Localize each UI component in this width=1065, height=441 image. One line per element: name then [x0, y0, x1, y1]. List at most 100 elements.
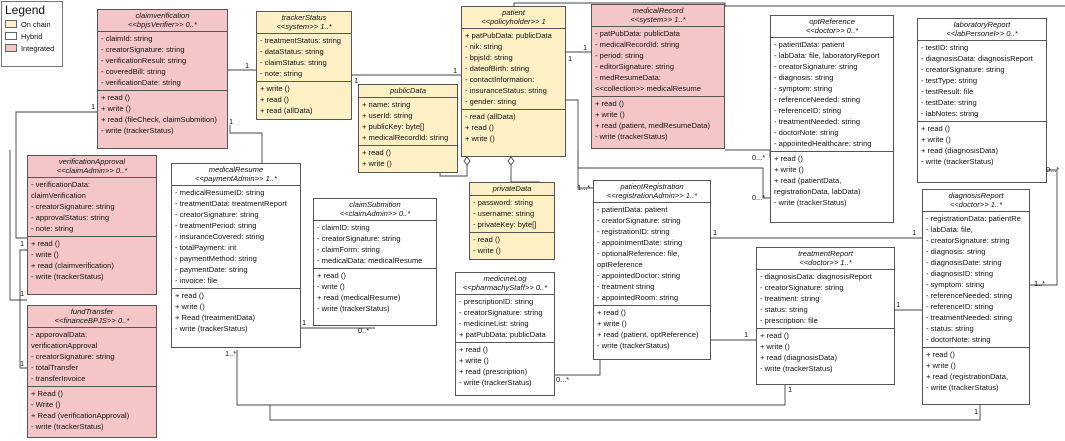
- attribute-row: - registrationData: patientRe: [926, 214, 1021, 223]
- class-patient[interactable]: patient<<policyholder>> 1+ patPubData: p…: [461, 6, 566, 157]
- class-medicalResume[interactable]: medicalResume<<paymentAdmin>> 1..*- medi…: [171, 163, 301, 348]
- class-stereotype: <<financeBPJS>> 0..*: [54, 316, 130, 325]
- operation-row: + write (): [465, 134, 495, 143]
- attributes-section: - apporovalData:verificationApproval- cr…: [28, 328, 156, 386]
- attribute-row: - creatorSignature: string: [597, 216, 681, 225]
- class-header: optReference<<doctor>> 0..*: [771, 16, 893, 38]
- operation-row: + read (): [31, 239, 60, 248]
- legend: Legend On chain Hybrid Integrated: [1, 1, 63, 67]
- operation-row: - write (): [31, 250, 59, 259]
- operations-section: + read ()+ write (): [359, 145, 457, 171]
- operation-row: + write (): [595, 110, 625, 119]
- class-laboratoryReport[interactable]: laboratoryReport<<labPersonel>> 0..*- te…: [917, 18, 1047, 183]
- attribute-row: - treatmentData: treatmentReport: [175, 199, 287, 208]
- operations-section: - read ()- write (): [470, 232, 554, 258]
- attribute-row: - patientData: patient: [774, 40, 845, 49]
- attribute-row: - status: string: [760, 305, 808, 314]
- class-publicData[interactable]: publicData+ name: string+ userId: string…: [358, 84, 458, 173]
- multiplicity-label: 1...*: [577, 183, 591, 192]
- operation-row: + read (): [926, 350, 955, 359]
- attributes-section: - claimID: string- creatorSignature: str…: [314, 221, 436, 268]
- attribute-row: - prescriptionID: string: [459, 297, 534, 306]
- class-claimSubmition[interactable]: claimSubmition<<claimAdmin>> 0..*- claim…: [313, 198, 437, 326]
- attribute-row: - patientData: patient: [597, 205, 668, 214]
- attribute-row: - period: string: [595, 51, 644, 60]
- operation-row: + read (): [595, 99, 624, 108]
- attribute-row: - approvalStatus: string: [31, 213, 110, 222]
- class-stereotype: <<doctor>> 1..*: [949, 200, 1003, 209]
- class-header: fundTransfer<<financeBPJS>> 0..*: [28, 306, 156, 328]
- attribute-row: - note: string: [260, 69, 303, 78]
- multiplicity-label: 1: [912, 228, 917, 237]
- class-medicineLog[interactable]: medicineLog<<pharmachyStaff>> 0..*- pres…: [455, 272, 555, 396]
- attribute-row: - gender: string: [465, 97, 517, 106]
- attribute-row: - password: string: [473, 198, 533, 207]
- operation-row: + read (): [774, 154, 803, 163]
- operation-row: + read (diagnosisData): [921, 146, 999, 155]
- attribute-row: - appointedRoom: string: [597, 293, 679, 302]
- multiplicity-label: 1: [453, 66, 458, 75]
- attributes-section: - patPubData: publicData- medicalRecordI…: [592, 27, 724, 96]
- attribute-row: - symptom: string: [926, 280, 985, 289]
- operation-row: + read (patientData,: [774, 176, 842, 185]
- attribute-row: - invoice: file: [175, 276, 218, 285]
- multiplicity-label: 0...*: [752, 193, 766, 202]
- class-diagnosisReport[interactable]: diagnosisReport<<doctor>> 1..*- registra…: [922, 189, 1030, 405]
- attribute-row: - bpjsId: string: [465, 53, 513, 62]
- legend-item-integrated: Integrated: [2, 42, 62, 54]
- operations-section: + read ()+ write ()+ read (patient, optR…: [594, 305, 710, 353]
- attribute-row: <<collection>> medicalResume: [595, 84, 701, 93]
- operation-row: + read (): [260, 95, 289, 104]
- operations-section: + read ()+ write ()+ read (diagnosisData…: [918, 121, 1046, 169]
- attribute-row: - insuranceCovered: string: [175, 232, 265, 241]
- operation-row: + read (): [175, 291, 204, 300]
- class-privateData[interactable]: privateData- password: string- username:…: [469, 182, 555, 260]
- class-name: claimSubmition: [349, 200, 401, 209]
- operation-row: + write (): [362, 159, 392, 168]
- class-claimverification[interactable]: claimverification<<bpjsVerifier>> 0..*- …: [97, 9, 228, 149]
- attribute-row: + name: string: [362, 100, 411, 109]
- operation-row: + read (diagnosisData): [760, 353, 838, 362]
- legend-label: Integrated: [21, 43, 55, 53]
- multiplicity-label: 0..*: [358, 326, 370, 335]
- class-medicalRecord[interactable]: medicalRecord<<system>> 1..*- patPubData…: [591, 4, 725, 149]
- operation-row: - write (trackerStatus): [175, 324, 248, 333]
- legend-title: Legend: [5, 3, 46, 17]
- class-verificationApproval[interactable]: verificationApproval<<claimAdmin>> 0..*-…: [27, 155, 157, 295]
- attributes-section: - password: string- username: string- pr…: [470, 196, 554, 232]
- legend-item-hybrid: Hybrid: [2, 30, 62, 42]
- attribute-row: - testID: string: [921, 43, 969, 52]
- attribute-row: - registrationID: string: [597, 227, 670, 236]
- class-optReference[interactable]: optReference<<doctor>> 0..* - patientData…: [770, 15, 894, 223]
- class-fundTransfer[interactable]: fundTransfer<<financeBPJS>> 0..*- apporo…: [27, 305, 157, 438]
- operations-section: + read ()+ write ()+ read (prescription)…: [456, 342, 554, 390]
- operation-row: + read (): [101, 93, 130, 102]
- operation-row: + read (patient, optReference): [597, 330, 699, 339]
- class-name: optReference: [809, 17, 855, 26]
- class-header: medicalRecord<<system>> 1..*: [592, 5, 724, 27]
- attribute-row: - referenceNeeded: string: [774, 95, 861, 104]
- operation-row: + write (): [260, 84, 290, 93]
- legend-label: Hybrid: [21, 31, 43, 41]
- operation-row: + write (): [760, 342, 790, 351]
- operation-row: + read (): [465, 123, 494, 132]
- class-treatmentReport[interactable]: treatmentReport<<doctor>> 1..*- diagnosi…: [756, 247, 895, 385]
- class-patientRegistration[interactable]: patientRegistration<<registrationAdmin>>…: [593, 180, 711, 360]
- operation-row: + write (): [774, 165, 804, 174]
- operation-row: - write (trackerStatus): [921, 157, 994, 166]
- operations-section: - read (allData)+ read ()+ write (): [462, 109, 565, 146]
- class-stereotype: <<paymentAdmin>> 1..*: [195, 174, 277, 183]
- operation-row: - write (trackerStatus): [31, 272, 104, 281]
- multiplicity-label: 1: [20, 239, 25, 248]
- attribute-row: - diagnosisID: string: [926, 269, 994, 278]
- legend-swatch-on-chain: [5, 20, 17, 28]
- attribute-row: - creatorSignature: string: [175, 210, 259, 219]
- operations-section: + read ()- write ()+ read (claimverifica…: [28, 236, 156, 284]
- attribute-row: verificationApproval: [31, 341, 98, 350]
- attribute-row: - claimForm: string: [317, 245, 380, 254]
- class-trackerStatus[interactable]: trackerStatus<<system>> 1..*- treatmentS…: [256, 11, 352, 120]
- multiplicity-label: 1: [583, 43, 588, 52]
- multiplicity-label: 1: [302, 318, 307, 327]
- multiplicity-label: 1: [245, 61, 250, 70]
